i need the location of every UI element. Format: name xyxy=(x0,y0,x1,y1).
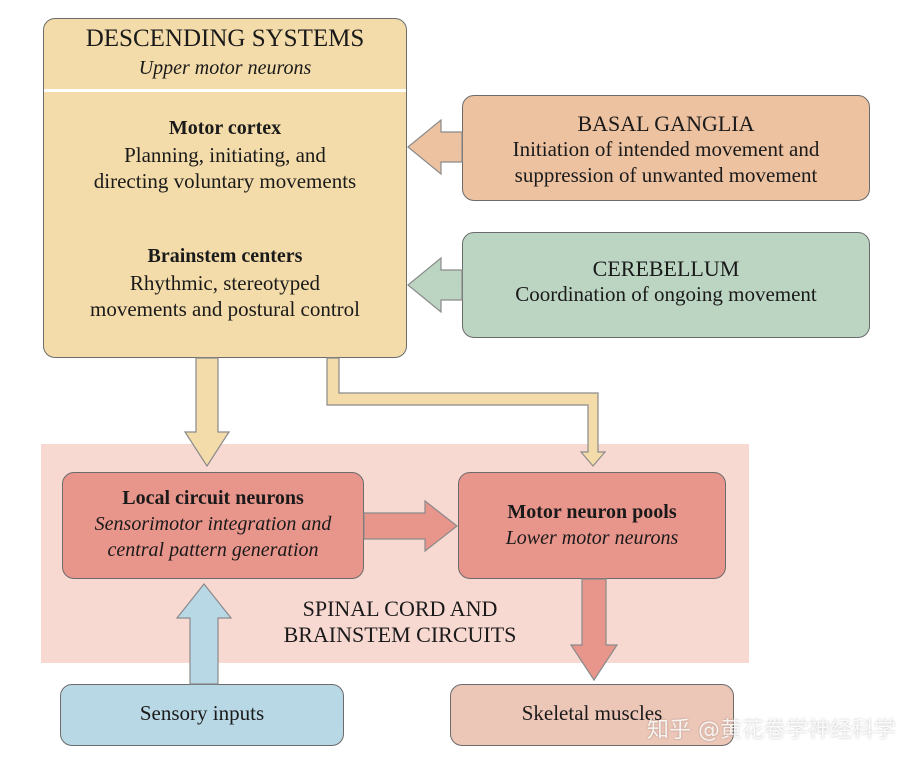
sensory-inputs-label: Sensory inputs xyxy=(139,701,265,725)
spinal-label-line2: BRAINSTEM CIRCUITS xyxy=(283,622,517,647)
descending-divider xyxy=(44,89,406,92)
local-circuit-line1: Sensorimotor integration and xyxy=(94,513,332,535)
local-to-pools-arrow xyxy=(363,499,458,553)
spinal-circuits-label: SPINAL CORD AND BRAINSTEM CIRCUITS xyxy=(230,596,570,648)
descending-subtitle: Upper motor neurons xyxy=(138,57,312,79)
motor-pools-subtitle: Lower motor neurons xyxy=(505,527,679,549)
motor-cortex-line2: directing voluntary movements xyxy=(93,169,357,193)
local-circuit-neurons-box: Local circuit neurons Sensorimotor integ… xyxy=(62,472,364,579)
watermark-text: 知乎 @黄花卷学神经科学 xyxy=(647,718,896,743)
brainstem-heading: Brainstem centers xyxy=(147,245,303,267)
motor-pools-heading: Motor neuron pools xyxy=(507,501,677,523)
basal-ganglia-line1: Initiation of intended movement and xyxy=(512,137,820,161)
motor-cortex-line1: Planning, initiating, and xyxy=(124,143,326,167)
descending-to-local-arrow xyxy=(183,357,231,468)
motor-neuron-pools-box: Motor neuron pools Lower motor neurons xyxy=(458,472,726,579)
basal-ganglia-box: BASAL GANGLIA Initiation of intended mov… xyxy=(462,95,870,201)
basal-ganglia-arrow xyxy=(407,118,463,176)
cerebellum-box: CEREBELLUM Coordination of ongoing movem… xyxy=(462,232,870,338)
local-circuit-line2: central pattern generation xyxy=(107,539,319,561)
skeletal-muscles-box: Skeletal muscles xyxy=(450,684,734,746)
local-circuit-heading: Local circuit neurons xyxy=(122,487,304,509)
brainstem-line2: movements and postural control xyxy=(89,297,361,321)
spinal-label-line1: SPINAL CORD AND xyxy=(302,596,498,621)
motor-cortex-heading: Motor cortex xyxy=(168,117,282,139)
pools-to-muscles-arrow xyxy=(569,578,619,682)
descending-systems-box: DESCENDING SYSTEMS Upper motor neurons M… xyxy=(43,18,407,358)
basal-ganglia-line2: suppression of unwanted movement xyxy=(514,163,818,187)
sensory-to-local-arrow xyxy=(175,583,233,685)
brainstem-line1: Rhythmic, stereotyped xyxy=(129,271,321,295)
descending-title: DESCENDING SYSTEMS xyxy=(85,25,365,52)
skeletal-muscles-label: Skeletal muscles xyxy=(521,701,663,725)
basal-ganglia-title: BASAL GANGLIA xyxy=(577,111,755,136)
descending-to-pools-arrow xyxy=(326,357,607,467)
sensory-inputs-box: Sensory inputs xyxy=(60,684,344,746)
cerebellum-line1: Coordination of ongoing movement xyxy=(515,282,817,306)
cerebellum-arrow xyxy=(407,256,463,314)
cerebellum-title: CEREBELLUM xyxy=(592,256,740,281)
